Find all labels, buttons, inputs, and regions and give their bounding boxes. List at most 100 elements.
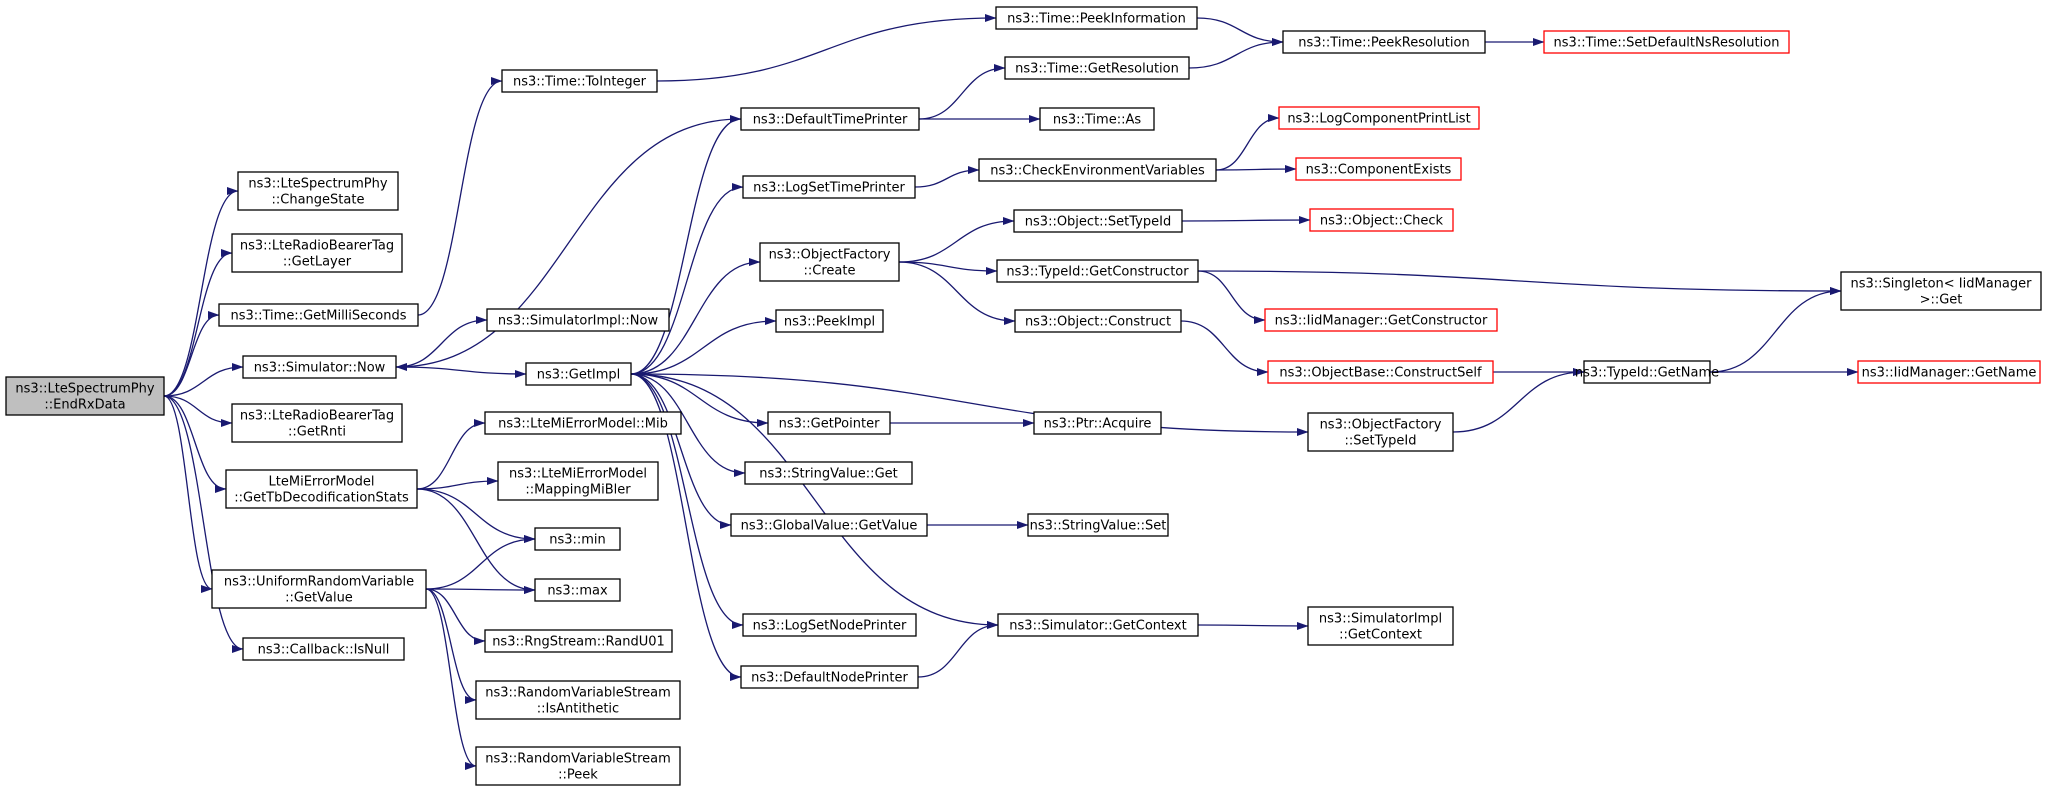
node-box [231, 403, 403, 443]
node-sim-now[interactable]: ns3::Simulator::Now [242, 355, 397, 379]
node-label: ns3::UniformRandomVariable [224, 575, 414, 590]
node-type-id-get-name[interactable]: ns3::TypeId::GetName [1575, 360, 1719, 384]
node-ptr-acquire[interactable]: ns3::Ptr::Acquire [1033, 411, 1162, 435]
node-mapping-mi-bler[interactable]: ns3::LteMiErrorModel::MappingMiBler [497, 461, 659, 501]
node-set-default-ns-res[interactable]: ns3::Time::SetDefaultNsResolution [1543, 30, 1790, 54]
node-gvget-value[interactable]: ns3::GlobalValue::GetValue [730, 513, 928, 537]
node-label: ns3::Object::Check [1320, 214, 1444, 229]
node-is-null[interactable]: ns3::Callback::IsNull [242, 637, 405, 661]
call-edge-get-impl-to-log-set-node-printer [630, 373, 744, 630]
node-min[interactable]: ns3::min [534, 527, 621, 551]
call-edge-type-id-get-constructor-to-iid-get-constructor [1197, 270, 1266, 325]
node-box [225, 469, 418, 509]
node-box [1307, 412, 1454, 452]
node-sim-get-context[interactable]: ns3::Simulator::GetContext [997, 613, 1199, 637]
node-label: ns3::Time::PeekInformation [1007, 12, 1186, 27]
node-label: ns3::StringValue::Set [1030, 519, 1167, 534]
node-label: ns3::LogSetNodePrinter [753, 619, 907, 634]
node-peek[interactable]: ns3::RandomVariableStream::Peek [475, 746, 681, 786]
node-mib[interactable]: ns3::LteMiErrorModel::Mib [484, 411, 682, 435]
node-label: ns3::RandomVariableStream [485, 752, 671, 767]
node-obj-fact-create[interactable]: ns3::ObjectFactory::Create [759, 242, 900, 282]
node-box [1264, 308, 1498, 332]
node-peek-information[interactable]: ns3::Time::PeekInformation [995, 6, 1198, 30]
node-component-exists[interactable]: ns3::ComponentExists [1295, 157, 1462, 181]
node-default-node-printer[interactable]: ns3::DefaultNodePrinter [740, 665, 919, 689]
node-label: ns3::IidManager::GetConstructor [1275, 314, 1488, 329]
node-get-layer[interactable]: ns3::LteRadioBearerTag::GetLayer [231, 233, 403, 273]
node-box [1583, 360, 1711, 384]
node-label: ::GetTbDecodificationStats [234, 491, 409, 506]
node-check-env[interactable]: ns3::CheckEnvironmentVariables [978, 158, 1217, 182]
node-log-set-node-printer[interactable]: ns3::LogSetNodePrinter [742, 613, 917, 637]
node-string-value-set[interactable]: ns3::StringValue::Set [1027, 513, 1169, 537]
call-edge-get-tb-dec-to-max [416, 488, 536, 595]
node-get-resolution[interactable]: ns3::Time::GetResolution [1004, 56, 1190, 80]
node-log-component-print-list[interactable]: ns3::LogComponentPrintList [1278, 106, 1480, 130]
node-get-rnti[interactable]: ns3::LteRadioBearerTag::GetRnti [231, 403, 403, 443]
node-obj-check[interactable]: ns3::Object::Check [1309, 208, 1454, 232]
node-get-impl[interactable]: ns3::GetImpl [525, 362, 632, 386]
node-label: ns3::GetImpl [537, 368, 621, 383]
node-label: ns3::SimulatorImpl [1319, 612, 1442, 627]
node-label: ns3::Time::PeekResolution [1298, 36, 1469, 51]
call-edge-check-env-to-log-component-print-list [1215, 113, 1280, 171]
node-obj-construct[interactable]: ns3::Object::Construct [1014, 309, 1182, 333]
node-iid-get-name[interactable]: ns3::IidManager::GetName [1857, 360, 2041, 384]
node-default-time-printer[interactable]: ns3::DefaultTimePrinter [740, 107, 920, 131]
node-label: ns3::TypeId::GetConstructor [1006, 265, 1189, 280]
node-peek-resolution[interactable]: ns3::Time::PeekResolution [1282, 30, 1486, 54]
call-edge-get-impl-to-obj-fact-set-type-id [630, 373, 1309, 437]
node-time-as[interactable]: ns3::Time::As [1039, 107, 1155, 131]
node-label: ns3::TypeId::GetName [1575, 366, 1719, 381]
node-sim-impl-get-context[interactable]: ns3::SimulatorImpl::GetContext [1307, 606, 1454, 646]
node-log-set-time-printer[interactable]: ns3::LogSetTimePrinter [742, 175, 916, 199]
node-iid-get-constructor[interactable]: ns3::IidManager::GetConstructor [1264, 308, 1498, 332]
node-get-pointer[interactable]: ns3::GetPointer [767, 411, 891, 435]
call-edge-end-rx-data-to-get-milli-seconds [163, 310, 220, 397]
node-box [742, 175, 916, 199]
node-label: ::Peek [558, 768, 598, 783]
node-type-id-get-constructor[interactable]: ns3::TypeId::GetConstructor [996, 259, 1199, 283]
node-label: ns3::GlobalValue::GetValue [741, 519, 918, 534]
node-label: ns3::Time::ToInteger [513, 75, 647, 90]
node-get-tb-dec[interactable]: LteMiErrorModel::GetTbDecodificationStat… [225, 469, 418, 509]
node-box [231, 233, 403, 273]
node-sim-impl-now[interactable]: ns3::SimulatorImpl::Now [486, 308, 670, 332]
call-edge-obj-set-type-id-to-obj-check [1181, 215, 1311, 225]
node-end-rx-data[interactable]: ns3::LteSpectrumPhy::EndRxData [5, 376, 165, 416]
node-is-antithetic[interactable]: ns3::RandomVariableStream::IsAntithetic [475, 680, 681, 720]
node-label: ns3::SimulatorImpl::Now [498, 314, 659, 329]
call-edge-get-impl-to-peek-impl [630, 316, 777, 375]
call-edge-get-impl-to-default-node-printer [630, 373, 742, 682]
node-peek-impl[interactable]: ns3::PeekImpl [775, 309, 884, 333]
node-obj-fact-set-type-id[interactable]: ns3::ObjectFactory::SetTypeId [1307, 412, 1454, 452]
node-string-value-get[interactable]: ns3::StringValue::Get [744, 461, 913, 485]
node-label: ns3::ObjectFactory [769, 248, 891, 263]
node-label: ::SetTypeId [1344, 434, 1416, 449]
function-nodes: ns3::LteSpectrumPhy::EndRxData ns3::LteSp… [5, 6, 2042, 786]
node-singleton-get[interactable]: ns3::Singleton< IidManager >::Get [1840, 271, 2042, 311]
call-edge-urvget-value-to-peek [425, 588, 477, 771]
node-label: ns3::Time::As [1053, 113, 1142, 128]
node-to-integer[interactable]: ns3::Time::ToInteger [501, 69, 658, 93]
node-box [1033, 411, 1162, 435]
node-label: ns3::StringValue::Get [759, 467, 897, 482]
call-edge-end-rx-data-to-get-tb-dec [163, 395, 227, 494]
node-construct-self[interactable]: ns3::ObjectBase::ConstructSelf [1267, 360, 1494, 384]
node-urvget-value[interactable]: ns3::UniformRandomVariable::GetValue [211, 569, 427, 609]
node-label: ::GetLayer [283, 255, 352, 270]
call-edge-check-env-to-component-exists [1215, 164, 1297, 174]
node-label: ns3::ObjectBase::ConstructSelf [1279, 366, 1482, 381]
node-get-milli-seconds[interactable]: ns3::Time::GetMilliSeconds [218, 303, 419, 327]
node-box [767, 411, 891, 435]
call-edge-sim-get-context-to-sim-impl-get-context [1197, 621, 1309, 631]
node-obj-set-type-id[interactable]: ns3::Object::SetTypeId [1013, 209, 1183, 233]
call-edge-sim-now-to-sim-impl-now [395, 315, 488, 368]
call-edge-get-impl-to-default-time-printer [630, 114, 742, 375]
node-label: ns3::Object::SetTypeId [1025, 215, 1171, 230]
node-rand-u01[interactable]: ns3::RngStream::RandU01 [484, 629, 673, 653]
node-change-state[interactable]: ns3::LteSpectrumPhy::ChangeState [237, 171, 399, 211]
node-box [237, 171, 399, 211]
node-max[interactable]: ns3::max [534, 578, 621, 602]
